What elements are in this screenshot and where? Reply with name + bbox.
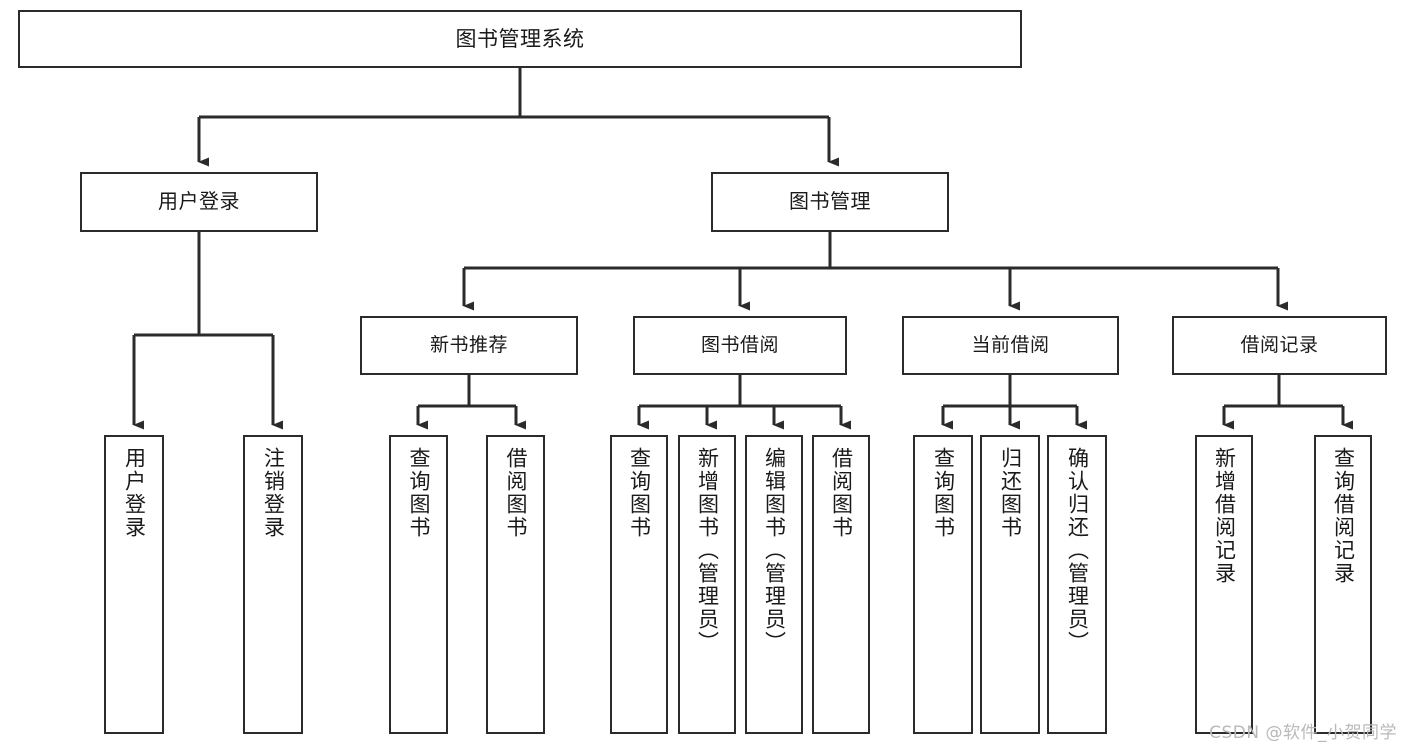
leaf-edit-book-admin[interactable]: 编辑图书（管理员） [745,435,803,734]
node-new-book-recommend[interactable]: 新书推荐 [360,316,578,375]
leaf-query-borrow-record[interactable]: 查询借阅记录 [1314,435,1372,734]
leaf-logout[interactable]: 注销登录 [243,435,303,734]
node-book-borrow[interactable]: 图书借阅 [633,316,847,375]
leaf-borrow-book[interactable]: 借阅图书 [812,435,870,734]
node-label: 确认归还（管理员） [1065,447,1090,654]
leaf-return-book[interactable]: 归还图书 [980,435,1040,734]
node-book-manage[interactable]: 图书管理 [711,172,949,232]
leaf-add-book-admin[interactable]: 新增图书（管理员） [678,435,736,734]
node-label: 图书管理系统 [455,26,585,51]
node-label: 注销登录 [261,447,286,539]
node-label: 图书借阅 [700,334,779,357]
node-label: 归还图书 [998,447,1023,539]
node-user-login[interactable]: 用户登录 [80,172,318,232]
leaf-borrow-book-recommend[interactable]: 借阅图书 [486,435,545,734]
node-label: 借阅图书 [504,447,528,539]
leaf-user-login[interactable]: 用户登录 [104,435,164,734]
csdn-watermark: CSDN @软件_小贺同学 [1209,723,1397,743]
node-label: 查询图书 [931,447,956,539]
node-label: 查询借阅记录 [1331,447,1356,585]
node-label: 新增图书（管理员） [695,447,720,654]
node-borrow-record[interactable]: 借阅记录 [1172,316,1387,375]
node-label: 当前借阅 [971,334,1050,357]
leaf-add-borrow-record[interactable]: 新增借阅记录 [1195,435,1253,734]
node-current-borrow[interactable]: 当前借阅 [902,316,1119,375]
node-label: 查询图书 [407,447,431,539]
node-label: 图书管理 [789,189,871,214]
node-label: 查询图书 [627,447,652,539]
node-label: 编辑图书（管理员） [762,447,787,654]
node-label: 借阅图书 [829,447,854,539]
leaf-query-book-borrow[interactable]: 查询图书 [610,435,668,734]
node-root-system[interactable]: 图书管理系统 [18,10,1022,68]
leaf-query-book-recommend[interactable]: 查询图书 [389,435,448,734]
node-label: 用户登录 [122,447,147,539]
node-label: 新书推荐 [429,334,508,357]
leaf-query-book-current[interactable]: 查询图书 [913,435,973,734]
node-label: 用户登录 [158,189,240,214]
node-label: 借阅记录 [1240,334,1319,357]
leaf-confirm-return-admin[interactable]: 确认归还（管理员） [1047,435,1107,734]
node-label: 新增借阅记录 [1212,447,1237,585]
